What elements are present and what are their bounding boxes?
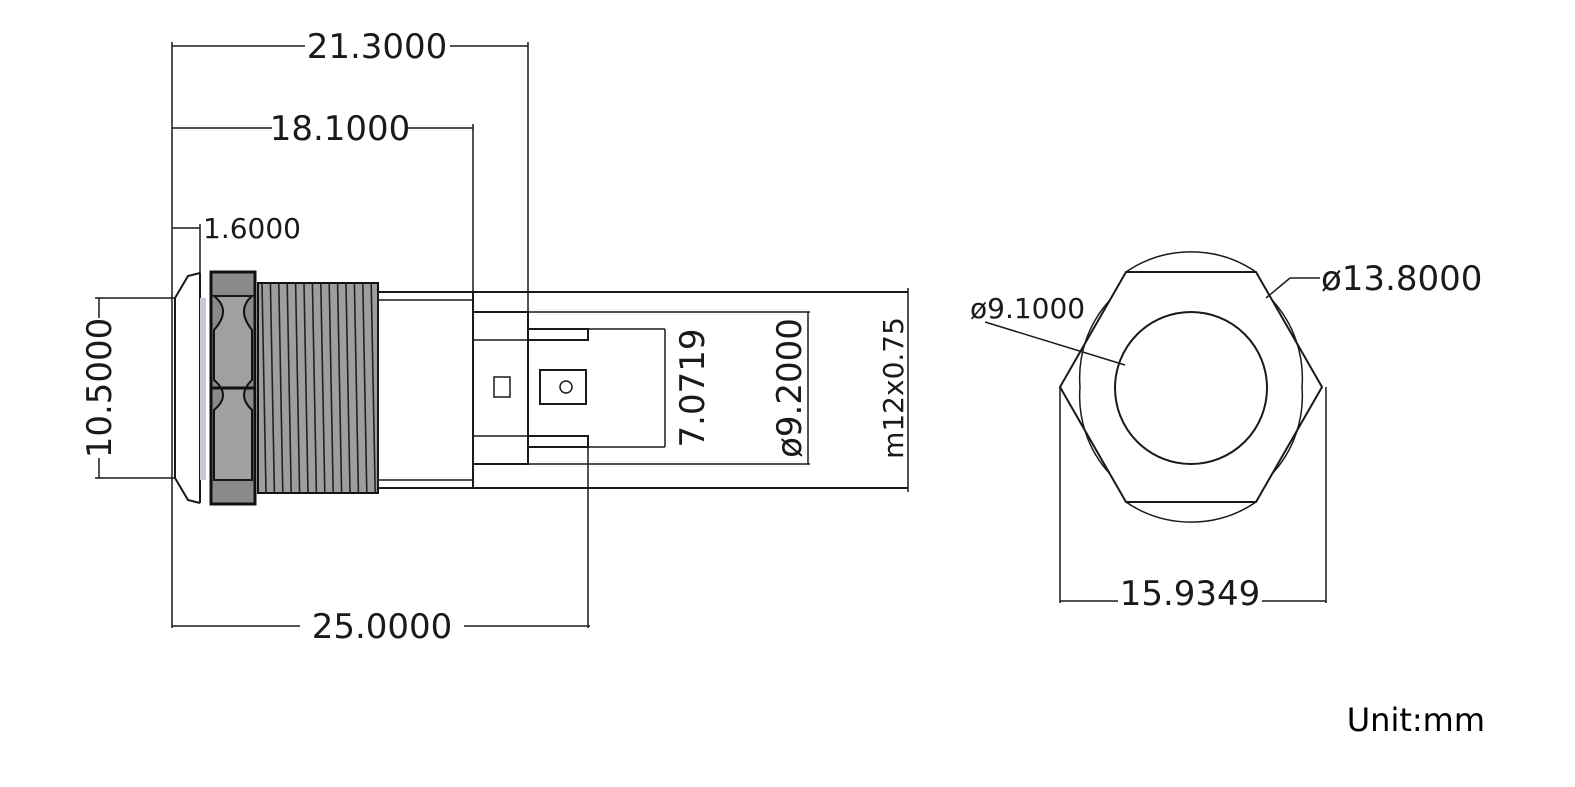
dim-13-8000-label: ø13.8000 [1321,259,1482,299]
dim-21-3000: 21.3000 [172,27,528,67]
dim-thread-label: m12x0.75 [877,317,910,459]
thread-ridge [328,282,334,494]
thread-ridge [303,282,309,494]
body [377,291,908,489]
dim-10-5000-label: 10.5000 [80,318,120,459]
dim-7-0719-label: 7.0719 [673,329,713,448]
dim-9-1000: ø9.1000 [970,292,1126,366]
dim-25-0000-label: 25.0000 [312,607,453,647]
dim-13-8000: ø13.8000 [1265,259,1482,299]
lens-circle [1114,311,1268,465]
terminal [528,328,665,448]
thread-ridge [336,282,343,494]
thread-ridge [320,282,326,494]
dim-25-0000: 25.0000 [172,607,590,647]
dim-15-9349: 15.9349 [1060,574,1326,614]
front-view: 15.9349 ø9.1000 ø13.8000 [970,251,1482,614]
dim-18-1000-label: 18.1000 [270,109,411,149]
thread-ridge [370,282,376,494]
dim-9-2000: ø9.2000 [770,312,810,464]
thread-ridge [261,282,267,494]
thread-ridge [353,282,360,494]
thread-ridge [278,282,284,494]
dim-9-2000-label: ø9.2000 [770,318,810,458]
thread-ridge [345,282,351,494]
hex-nut [209,270,257,506]
dim-1-6000-label: 1.6000 [203,212,301,245]
dim-7-0719: 7.0719 [664,329,713,448]
dim-thread: m12x0.75 [877,288,910,492]
hex-outline [1058,271,1324,503]
dim-21-3000-label: 21.3000 [307,27,448,67]
thread-ridge [294,282,301,494]
thread-ridge [311,282,318,494]
extension-lines [95,42,810,628]
threaded-body [257,282,379,494]
thread-ridge [269,282,276,494]
bezel-head [174,272,206,504]
side-view: 21.3000 18.1000 1.6000 10.5000 7.0719 ø9… [80,27,910,647]
unit-label: Unit:mm [1347,701,1485,739]
dim-10-5000: 10.5000 [80,298,120,478]
dim-9-1000-label: ø9.1000 [970,292,1085,325]
dim-18-1000: 18.1000 [172,109,473,149]
dim-1-6000: 1.6000 [172,212,301,245]
thread-ridge [286,282,292,494]
thread-ridge [362,282,368,494]
dim-15-9349-label: 15.9349 [1120,574,1261,614]
